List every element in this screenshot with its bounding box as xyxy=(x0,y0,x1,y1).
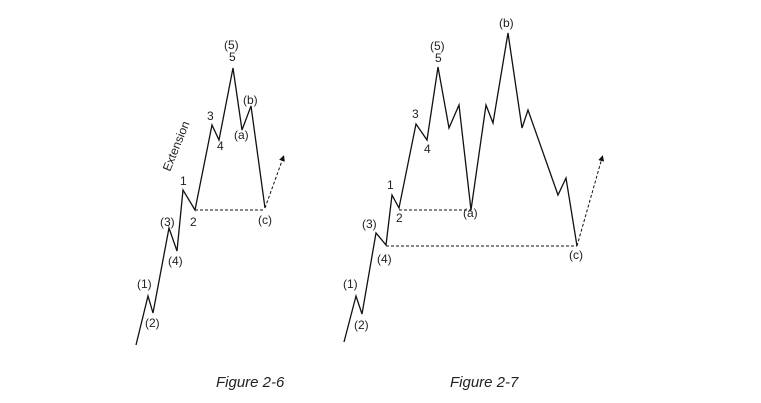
figure-2-7: (1) (2) (3) (4) 1 2 3 4 (5) 5 (a) (b) (c… xyxy=(343,16,605,391)
figure-2-7-subwave-1: 1 xyxy=(387,178,394,192)
figure-2-7-label-c: (c) xyxy=(569,248,583,262)
figure-2-7-subwave-4: 4 xyxy=(424,142,431,156)
figure-2-7-label-a: (a) xyxy=(463,206,478,220)
figure-2-7-extension-arrow xyxy=(576,155,605,247)
figure-2-7-subwave-3: 3 xyxy=(412,107,419,121)
figure-2-6-caption: Figure 2-6 xyxy=(216,374,285,391)
figure-2-6-label-a: (a) xyxy=(234,128,249,142)
figure-2-7-label-2: (2) xyxy=(354,318,369,332)
figure-2-6: (1) (2) (3) (4) 1 2 3 4 (5) 5 (a) (b) (c… xyxy=(135,38,285,391)
figure-2-7-label-5-top: (5) xyxy=(430,39,445,53)
figure-2-6-label-c: (c) xyxy=(258,213,272,227)
figure-2-6-subwave-1: 1 xyxy=(180,174,187,188)
figure-2-6-label-4: (4) xyxy=(168,254,183,268)
figure-2-6-label-b: (b) xyxy=(243,93,258,107)
figure-2-6-wave-line xyxy=(135,67,266,346)
figure-2-6-label-5-top: (5) xyxy=(224,38,239,52)
figure-2-6-extension-arrow xyxy=(264,155,285,209)
figure-2-7-subwave-2: 2 xyxy=(396,211,403,225)
figure-2-7-label-b: (b) xyxy=(499,16,514,30)
figure-2-7-label-4: (4) xyxy=(377,252,392,266)
figure-2-7-label-3: (3) xyxy=(362,217,377,231)
figure-2-6-subwave-3: 3 xyxy=(207,109,214,123)
figure-2-6-subwave-5: 5 xyxy=(229,50,236,64)
figure-2-7-label-1: (1) xyxy=(343,277,358,291)
figure-2-7-wave-line xyxy=(343,32,578,343)
figure-2-6-extension-label: Extension xyxy=(160,119,193,173)
figure-2-6-label-3: (3) xyxy=(160,215,175,229)
figure-2-6-label-2: (2) xyxy=(145,316,160,330)
figure-2-6-label-1: (1) xyxy=(137,277,152,291)
figure-2-7-caption: Figure 2-7 xyxy=(450,374,519,391)
figure-2-7-subwave-5: 5 xyxy=(435,51,442,65)
figure-2-6-subwave-2: 2 xyxy=(190,215,197,229)
figure-2-6-subwave-4: 4 xyxy=(217,139,224,153)
